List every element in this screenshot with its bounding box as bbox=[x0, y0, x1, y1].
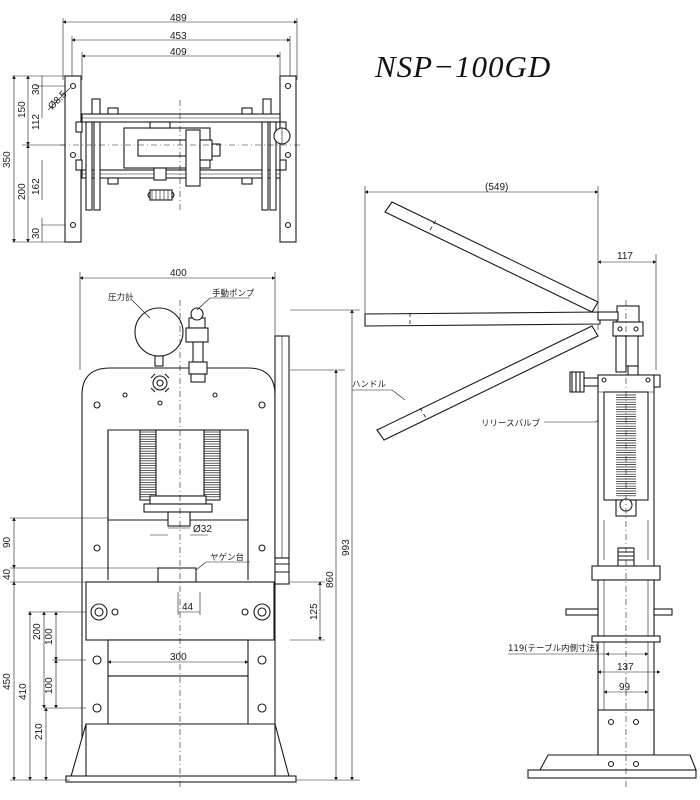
dim-top-489: 489 bbox=[170, 13, 187, 24]
dim-125: 125 bbox=[309, 603, 320, 620]
dim-top-30a: 30 bbox=[31, 83, 42, 95]
dim-410: 410 bbox=[18, 683, 29, 700]
dim-100a: 100 bbox=[44, 628, 55, 645]
model-title: NSP−100GD bbox=[374, 49, 551, 84]
label-table-inner: 119(テーブル内側寸法) bbox=[508, 643, 598, 654]
dim-40: 40 bbox=[2, 568, 13, 580]
side-view: (549) 117 ハンドル リリースバルブ bbox=[352, 182, 697, 790]
dim-450: 450 bbox=[2, 673, 13, 690]
top-view: 489 453 409 bbox=[2, 13, 300, 243]
dim-200: 200 bbox=[32, 623, 43, 640]
dim-549: (549) bbox=[485, 182, 508, 193]
dim-137: 137 bbox=[617, 662, 634, 673]
label-yagen: ヤゲン台 bbox=[210, 552, 244, 563]
dim-300: 300 bbox=[170, 652, 187, 663]
dim-top-453: 453 bbox=[170, 31, 187, 42]
dim-100b: 100 bbox=[44, 677, 55, 694]
dim-993: 993 bbox=[341, 539, 352, 556]
dim-top-162: 162 bbox=[31, 178, 42, 195]
dim-top-200: 200 bbox=[17, 183, 28, 200]
dim-99: 99 bbox=[619, 682, 631, 693]
label-handle: ハンドル bbox=[352, 380, 387, 390]
dim-ram-dia: Ø32 bbox=[193, 524, 212, 535]
dim-top-350: 350 bbox=[2, 151, 13, 168]
dim-117: 117 bbox=[617, 251, 633, 262]
label-release-valve: リリースバルブ bbox=[481, 418, 541, 429]
dim-front-400: 400 bbox=[170, 268, 187, 279]
label-gauge: 圧力計 bbox=[108, 292, 134, 303]
dim-top-112: 112 bbox=[31, 114, 42, 130]
dim-top-409: 409 bbox=[170, 47, 187, 58]
label-pump: 手動ポンプ bbox=[212, 288, 255, 299]
dim-90: 90 bbox=[2, 536, 13, 548]
dim-top-150: 150 bbox=[17, 101, 28, 118]
dim-860: 860 bbox=[325, 571, 336, 588]
dim-44: 44 bbox=[182, 602, 194, 613]
dim-210: 210 bbox=[34, 723, 45, 740]
dim-top-30b: 30 bbox=[31, 227, 42, 239]
front-view: 400 Ø32 bbox=[2, 268, 360, 790]
